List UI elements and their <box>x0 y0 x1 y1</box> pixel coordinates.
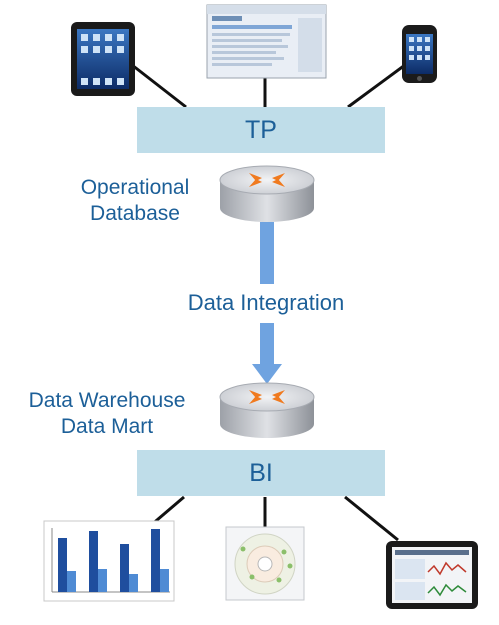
tablet-icon <box>71 22 135 96</box>
bi-label: BI <box>249 458 273 487</box>
data-warehouse-label: Data Warehouse Data Mart <box>6 388 208 440</box>
smartphone-icon <box>402 25 437 83</box>
data-warehouse-router-icon <box>219 382 315 438</box>
radar-chart-icon <box>225 526 305 601</box>
tablet-connector <box>131 63 187 109</box>
data-warehouse-line1: Data Warehouse <box>28 389 186 412</box>
tp-label: TP <box>245 115 277 144</box>
tp-bar: TP <box>137 107 385 153</box>
operational-database-label: Operational Database <box>60 175 210 227</box>
web-browser-screenshot-icon <box>206 4 327 79</box>
tablet-dashboard-icon <box>386 541 478 609</box>
data-integration-label: Data Integration <box>150 290 382 316</box>
bi-bar: BI <box>137 450 385 496</box>
data-warehouse-line2: Data Mart <box>60 415 154 438</box>
operational-database-line1: Operational <box>80 176 190 199</box>
phone-connector <box>347 63 406 109</box>
data-integration-text: Data Integration <box>187 290 345 315</box>
operational-database-line2: Database <box>90 202 180 225</box>
top-connector-lines <box>131 63 406 109</box>
dashboard-connector <box>344 495 399 542</box>
data-integration-arrow <box>252 222 282 384</box>
bar-chart-icon <box>43 520 175 602</box>
operational-database-router-icon <box>219 165 315 222</box>
